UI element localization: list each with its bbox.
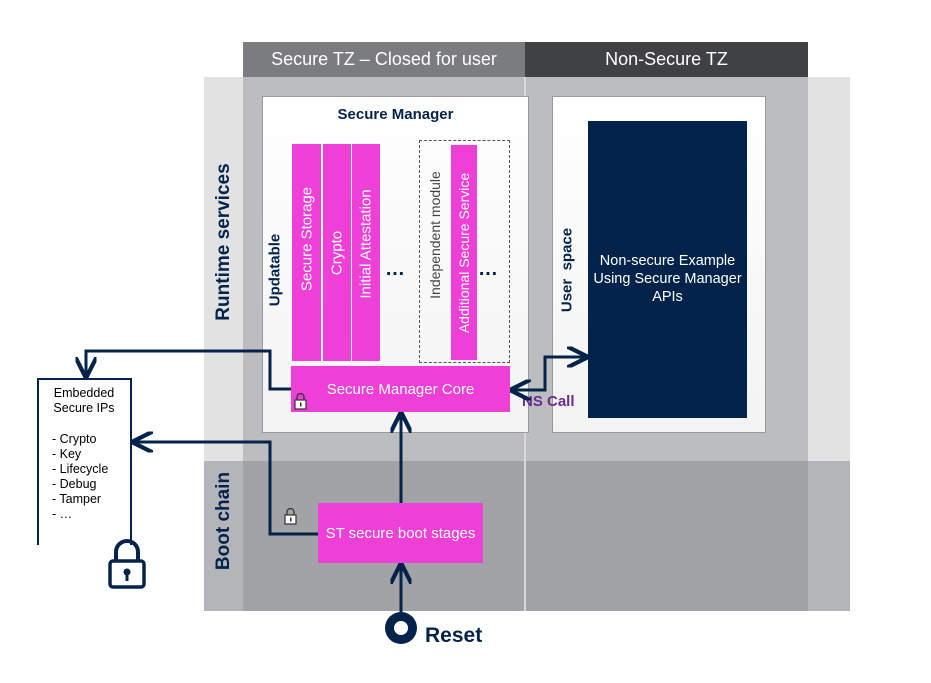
padlock-icon: [108, 539, 146, 589]
reset-label: Reset: [425, 624, 483, 647]
independent-module-box: [419, 140, 510, 363]
crypto-service: Crypto: [323, 144, 351, 361]
ip-item-crypto: - Crypto: [52, 432, 97, 446]
boot-lock-icon: [284, 507, 297, 525]
embedded-secure-ips-title: Embedded Secure IPs: [53, 386, 115, 415]
services-ellipsis-2: …: [478, 258, 498, 280]
additional-secure-service: Additional Secure Service: [451, 145, 477, 360]
ns-call-arrow: [514, 357, 584, 390]
secure-zone-header: Secure TZ – Closed for user: [243, 42, 525, 77]
secure-manager-title: Secure Manager: [337, 106, 454, 123]
nonsecure-zone-header: Non-Secure TZ: [525, 42, 808, 77]
core-to-ips-connector: [86, 349, 291, 391]
initial-attestation-service: Initial Attestation: [352, 144, 380, 361]
boot-to-ips-connector: [136, 442, 318, 536]
ip-item-debug: - Debug: [52, 477, 97, 491]
services-ellipsis-1: …: [385, 258, 405, 280]
core-lock-icon: [294, 392, 307, 410]
nonsecure-example-box: [588, 121, 747, 418]
embedded-ips-list: - Crypto - Key - Lifecycle - Debug - Tam…: [52, 432, 108, 522]
secure-storage-service: Secure Storage: [292, 144, 321, 361]
nonsecure-example-label: Non-secure Example Using Secure Manager …: [593, 253, 742, 305]
ip-item-key: - Key: [52, 447, 82, 461]
secure-manager-core: Secure Manager Core: [291, 366, 510, 412]
embedded-secure-ips-box: [37, 378, 132, 545]
ip-item-more: - …: [52, 507, 73, 521]
ip-item-lifecycle: - Lifecycle: [52, 462, 109, 476]
st-secure-boot-stages: ST secure boot stages: [318, 503, 483, 563]
ip-item-tamper: - Tamper: [52, 492, 102, 506]
reset-icon: [385, 612, 417, 644]
